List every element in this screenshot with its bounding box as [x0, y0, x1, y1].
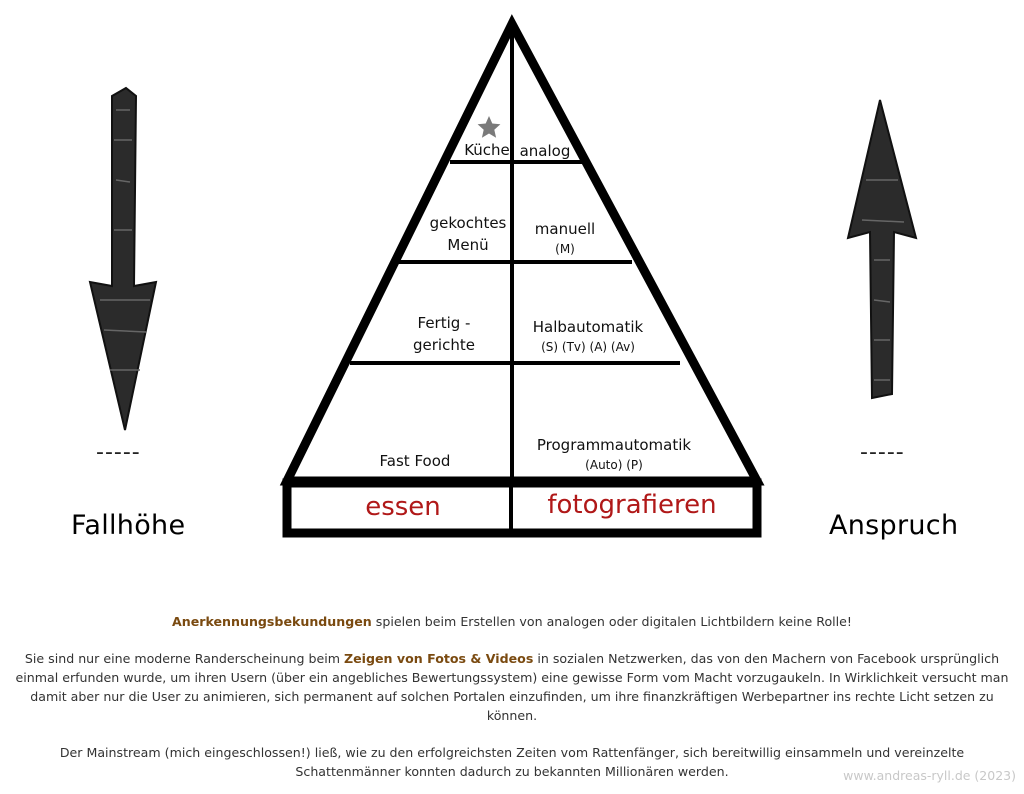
highlight-zeigen: Zeigen von Fotos & Videos	[344, 651, 534, 666]
tier-4-left: Fast Food	[379, 452, 451, 470]
tier-2-right-label: manuell	[534, 220, 596, 238]
paragraph-2-end: in sozialen Netzwerken, das von den Mach…	[15, 651, 1009, 723]
highlight-anerkennung: Anerkennungsbekundungen	[172, 614, 372, 629]
tier-3-right: Halbautomatik (S) (Tv) (A) (Av)	[522, 316, 654, 356]
right-label-anspruch: Anspruch	[829, 510, 959, 541]
left-dashes: -----	[96, 440, 141, 465]
footer-copyright: www.andreas-ryll.de (2023)	[843, 768, 1016, 783]
paragraph-2: Sie sind nur eine moderne Randerscheinun…	[10, 649, 1014, 725]
paragraph-3: Der Mainstream (mich eingeschlossen!) li…	[59, 745, 965, 779]
tier-2-right-sub: (M)	[555, 242, 575, 256]
tier-1-right: analog	[519, 142, 571, 160]
up-arrow-icon	[846, 99, 918, 400]
base-left-essen: essen	[365, 492, 441, 522]
right-dashes: -----	[860, 440, 905, 465]
tier-4-right-sub: (Auto) (P)	[585, 458, 643, 472]
tier-3-right-sub: (S) (Tv) (A) (Av)	[541, 340, 635, 354]
tier-4-right: Programmautomatik (Auto) (P)	[526, 434, 702, 474]
tier-2-left: gekochtes Menü	[429, 214, 507, 254]
star-icon	[477, 116, 501, 138]
left-label-fallhoehe: Fallhöhe	[71, 510, 186, 541]
explanation-text: Anerkennungsbekundungen spielen beim Ers…	[10, 612, 1014, 781]
base-right-fotografieren: fotografieren	[547, 490, 717, 520]
paragraph-2-start: Sie sind nur eine moderne Randerscheinun…	[24, 651, 344, 666]
paragraph-1-rest: spielen beim Erstellen von analogen oder…	[371, 614, 852, 629]
paragraph-1: Anerkennungsbekundungen spielen beim Ers…	[10, 612, 1014, 631]
tier-3-left: Fertig - gerichte	[413, 314, 475, 354]
base-box	[282, 478, 762, 538]
tier-1-left: Küche	[464, 141, 510, 159]
pyramid-diagram	[88, 14, 918, 538]
down-arrow-icon	[88, 86, 158, 431]
tier-3-right-label: Halbautomatik	[532, 318, 644, 336]
tier-4-right-label: Programmautomatik	[536, 436, 692, 454]
tier-2-right: manuell (M)	[520, 218, 610, 258]
